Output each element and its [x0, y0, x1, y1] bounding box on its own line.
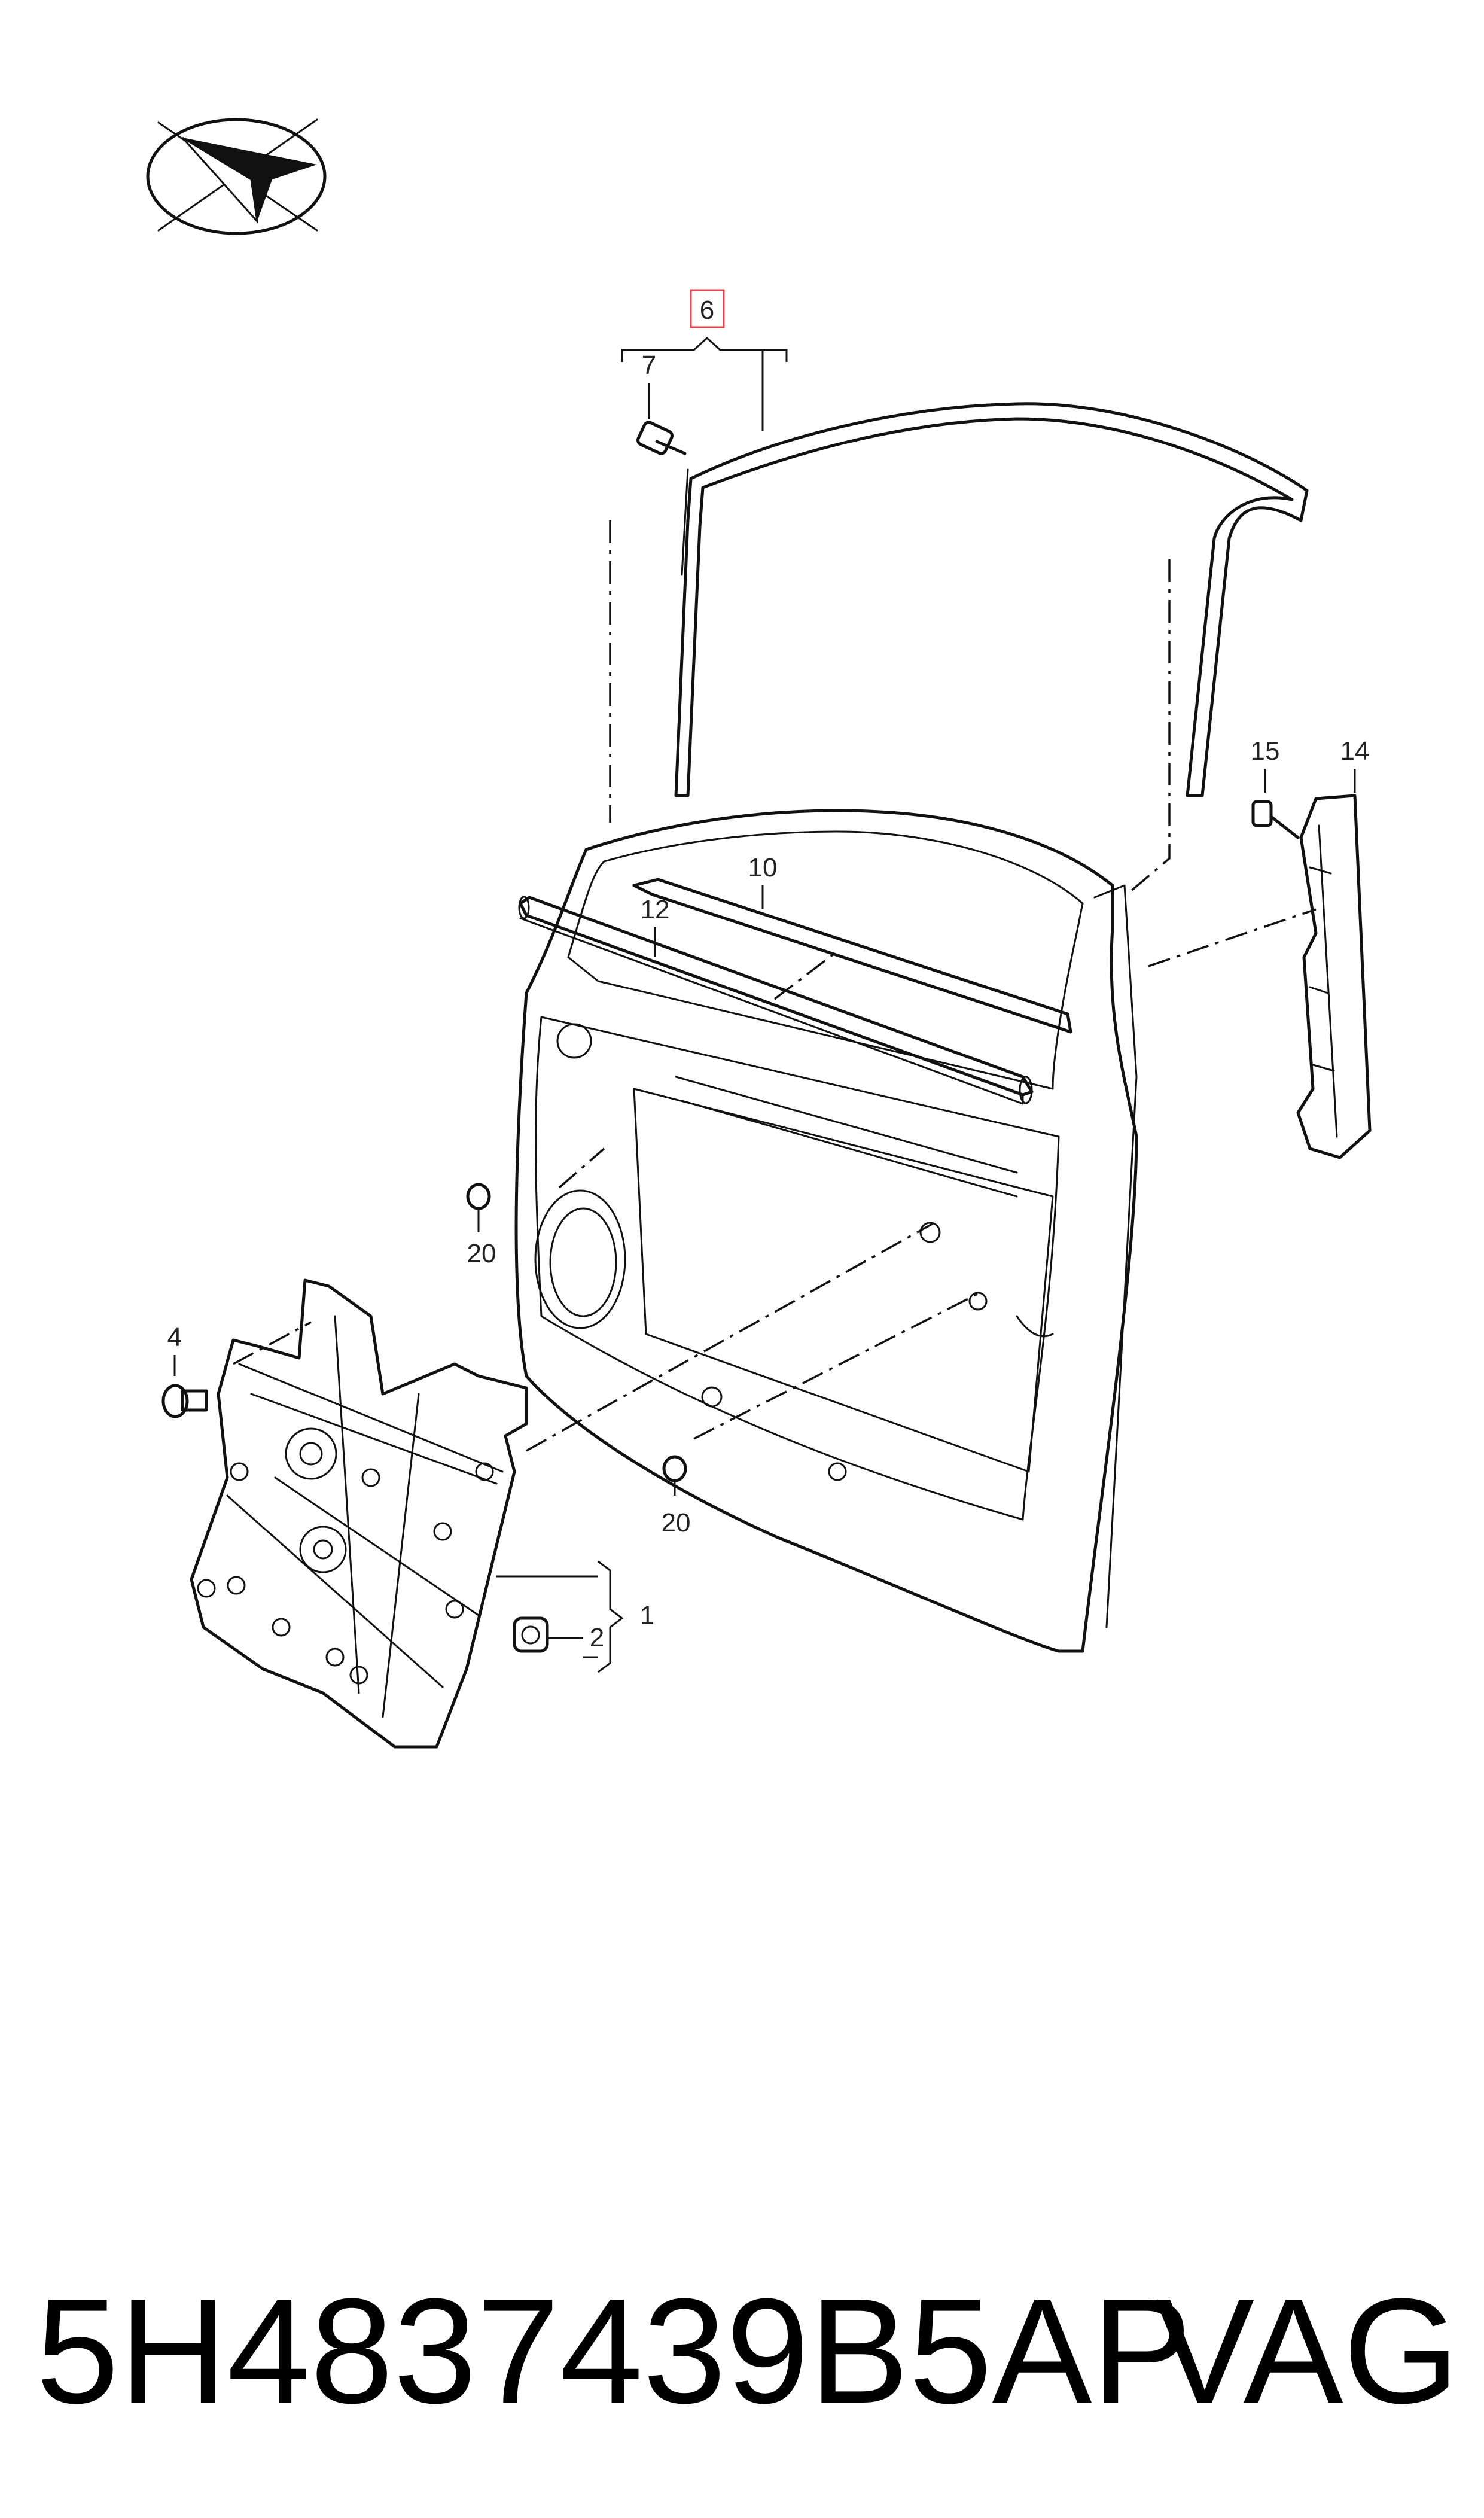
callout-7: 7 — [636, 351, 687, 455]
callout-4-label: 4 — [167, 1323, 182, 1352]
callout-15: 15 — [1251, 736, 1300, 839]
assembly-line — [773, 950, 839, 1000]
callout-10: 10 — [748, 853, 778, 909]
paper-plane-arrow-icon — [146, 118, 327, 235]
callout-20-upper-label: 20 — [467, 1239, 496, 1268]
callout-10-label: 10 — [748, 853, 778, 882]
brand-label: VAG — [1154, 2267, 1459, 2434]
trim-strip-14 — [1296, 794, 1372, 1159]
assembly-line — [558, 1147, 605, 1189]
callout-2: 2 — [547, 1623, 604, 1652]
grommet-20 — [662, 1455, 687, 1482]
callout-6-highlight — [690, 289, 725, 328]
callout-6-label: 6 — [700, 296, 714, 325]
footer: 5H4837439B5AP VAG — [36, 2261, 1459, 2441]
door-shell — [514, 809, 1138, 1653]
callout-14: 14 — [1296, 736, 1372, 1159]
callout-1-label: 1 — [640, 1601, 654, 1630]
bolt-4 — [161, 1384, 208, 1418]
callout-15-label: 15 — [1251, 736, 1280, 766]
callout-6: 6 — [621, 289, 788, 431]
assembly-line — [693, 1291, 982, 1440]
part-number: 5H4837439B5AP — [36, 2267, 1192, 2434]
assembly-line — [526, 1222, 934, 1452]
assembly-line — [233, 1321, 312, 1365]
callout-4: 4 — [161, 1323, 208, 1418]
callout-1: 1 — [496, 1560, 654, 1673]
grommet-20 — [466, 1183, 491, 1210]
assembly-line — [1129, 559, 1171, 893]
assembly-line — [1148, 908, 1317, 967]
callout-20-lower-label: 20 — [662, 1508, 691, 1537]
callout-7-label: 7 — [642, 351, 656, 380]
callout-14-label: 14 — [1340, 736, 1370, 766]
window-frame-seal — [674, 402, 1309, 797]
inner-window-seal-10 — [632, 878, 1072, 1034]
outer-window-seal-12 — [518, 896, 1034, 1105]
window-regulator — [190, 1278, 528, 1749]
screw-7 — [636, 421, 687, 455]
clip-15 — [1251, 800, 1300, 839]
callout-20-upper: 20 — [466, 1183, 496, 1268]
callout-20-lower: 20 — [662, 1455, 691, 1537]
motor-nut-2 — [513, 1616, 549, 1653]
callout-2-label: 2 — [590, 1623, 604, 1652]
